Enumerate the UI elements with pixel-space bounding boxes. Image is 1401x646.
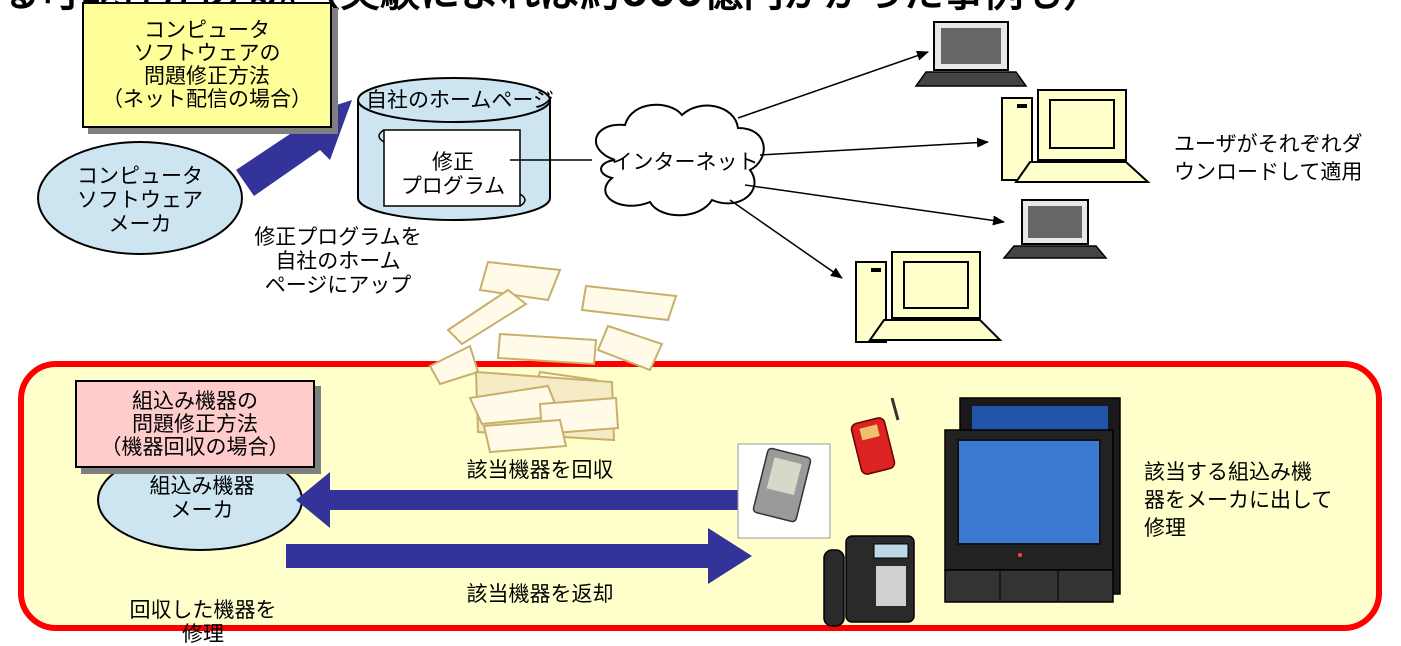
device-recall-method-box: 組込み機器の 問題修正方法 （機器回収の場合） (75, 380, 315, 468)
repair-label: 回収した機器を 修理 (129, 598, 277, 646)
distribution-arrow (744, 184, 1005, 226)
money-stack-icon (428, 260, 678, 454)
user-return-label: 該当する組込み機 器をメーカに出して 修理 (1144, 460, 1333, 540)
internet-label: インターネット (611, 150, 759, 174)
internet-cloud-icon (595, 103, 765, 217)
embedded-vendor-label: 組込み機器 メーカ (149, 474, 255, 522)
return-label: 該当機器を返却 (466, 582, 614, 606)
telephone-icon (823, 535, 915, 627)
program-label: 修正 プログラム (400, 150, 506, 198)
homepage-label: 自社のホームページ (366, 88, 554, 112)
desktop-computer-icon (855, 251, 1003, 343)
upload-label: 修正プログラムを 自社のホーム ページにアップ (254, 225, 422, 297)
distribution-arrow (729, 199, 843, 279)
return-arrow (286, 528, 752, 584)
user-download-label: ユーザがそれぞれダ ウンロードして適用 (1174, 132, 1363, 184)
mobile-phone-icon (850, 397, 900, 475)
software-vendor-ellipse (37, 141, 243, 255)
distribution-arrow (737, 50, 929, 119)
net-distribution-method-box: コンピュータ ソフトウェアの 問題修正方法 （ネット配信の場合） (82, 2, 332, 128)
laptop-icon (914, 21, 1028, 87)
recall-arrow (296, 472, 750, 528)
program-scroll-icon (378, 129, 526, 207)
pda-device-icon (737, 443, 831, 539)
desktop-computer-icon (1001, 89, 1151, 183)
laptop-icon (1002, 199, 1108, 259)
recall-label: 該当機器を回収 (466, 458, 614, 482)
distribution-arrow (759, 137, 989, 156)
television-icon (944, 397, 1121, 603)
software-vendor-label: コンピュータ ソフトウェア メーカ (77, 164, 203, 236)
